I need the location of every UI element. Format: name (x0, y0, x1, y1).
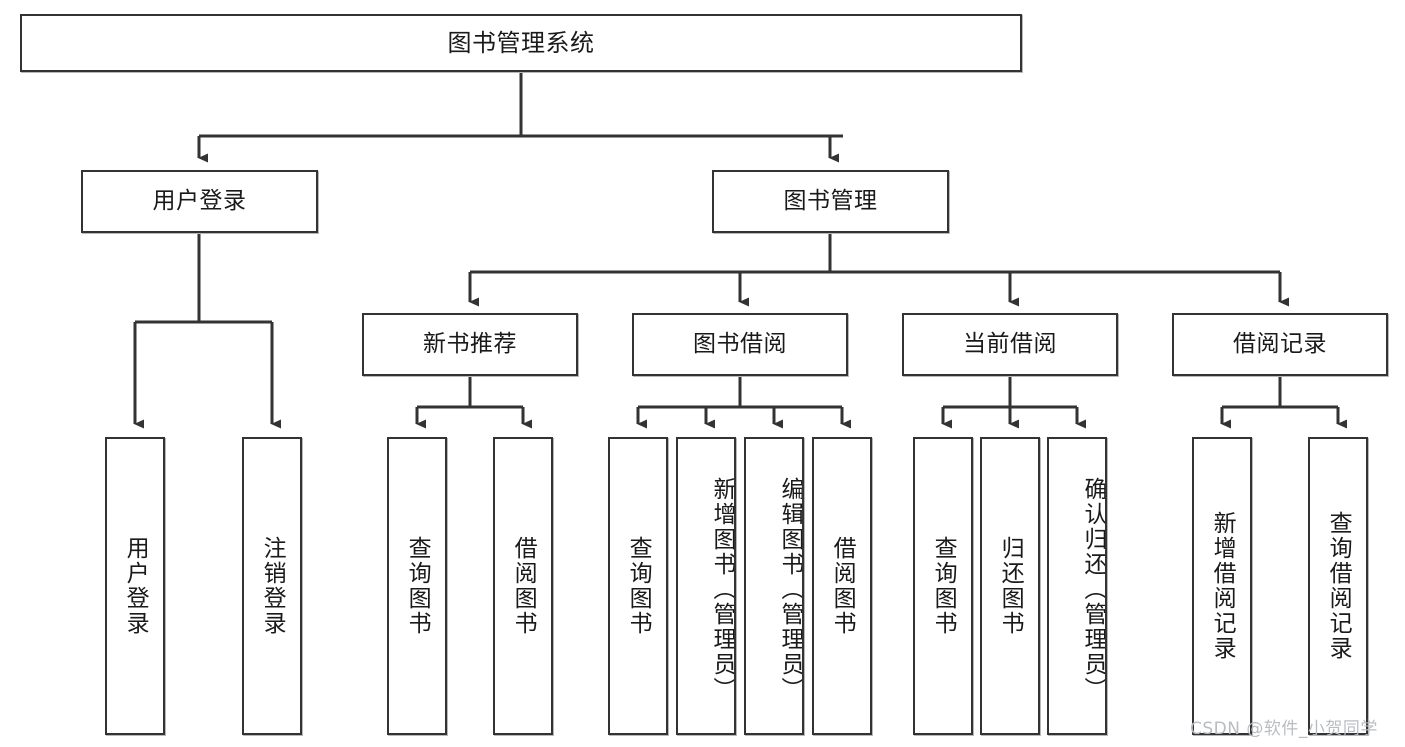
node-book-management[interactable]: 图书管理 (712, 170, 949, 233)
node-label: 新书推荐 (423, 330, 517, 357)
node-label: 图书管理系统 (447, 28, 595, 57)
node-label: 查询借阅记录 (1325, 511, 1352, 661)
leaf-confirm-return-admin[interactable]: 确认归还（管理员） (1047, 437, 1107, 735)
leaf-query-book-borrow[interactable]: 查询图书 (608, 437, 668, 735)
node-label: 编辑图书（管理员） (777, 476, 803, 702)
node-new-book-recommend[interactable]: 新书推荐 (362, 313, 578, 376)
node-label: 用户登录 (152, 187, 247, 214)
leaf-edit-book-admin[interactable]: 编辑图书（管理员） (744, 437, 804, 735)
leaf-query-book-current[interactable]: 查询图书 (913, 437, 973, 735)
leaf-user-login[interactable]: 用户登录 (105, 437, 165, 735)
node-book-borrow[interactable]: 图书借阅 (632, 313, 848, 376)
node-current-borrow[interactable]: 当前借阅 (902, 313, 1118, 376)
leaf-borrow-book[interactable]: 借阅图书 (812, 437, 872, 735)
node-borrow-record[interactable]: 借阅记录 (1172, 313, 1388, 376)
node-label: 借阅记录 (1233, 330, 1327, 357)
node-label: 查询图书 (625, 536, 652, 636)
node-label: 新增借阅记录 (1209, 511, 1236, 661)
node-label: 用户登录 (122, 536, 149, 636)
node-label: 借阅图书 (829, 536, 856, 636)
leaf-query-book-recommend[interactable]: 查询图书 (387, 437, 447, 735)
node-label: 归还图书 (997, 536, 1024, 636)
leaf-return-book[interactable]: 归还图书 (980, 437, 1040, 735)
leaf-logout-login[interactable]: 注销登录 (242, 437, 302, 735)
leaf-add-book-admin[interactable]: 新增图书（管理员） (676, 437, 736, 735)
node-user-login[interactable]: 用户登录 (81, 170, 318, 233)
node-label: 当前借阅 (963, 330, 1057, 357)
node-label: 查询图书 (930, 536, 957, 636)
node-label: 确认归还（管理员） (1080, 476, 1106, 702)
leaf-query-borrow-record[interactable]: 查询借阅记录 (1308, 437, 1368, 735)
watermark-text: CSDN @软件_小贺同学 (1190, 719, 1378, 739)
node-label: 借阅图书 (510, 536, 537, 636)
node-label: 新增图书（管理员） (709, 476, 735, 702)
node-label: 查询图书 (404, 536, 431, 636)
node-root-book-management-system[interactable]: 图书管理系统 (20, 14, 1022, 72)
node-label: 注销登录 (259, 536, 286, 636)
node-label: 图书借阅 (693, 330, 787, 357)
leaf-add-borrow-record[interactable]: 新增借阅记录 (1192, 437, 1252, 735)
leaf-borrow-book-recommend[interactable]: 借阅图书 (493, 437, 553, 735)
node-label: 图书管理 (783, 187, 878, 214)
